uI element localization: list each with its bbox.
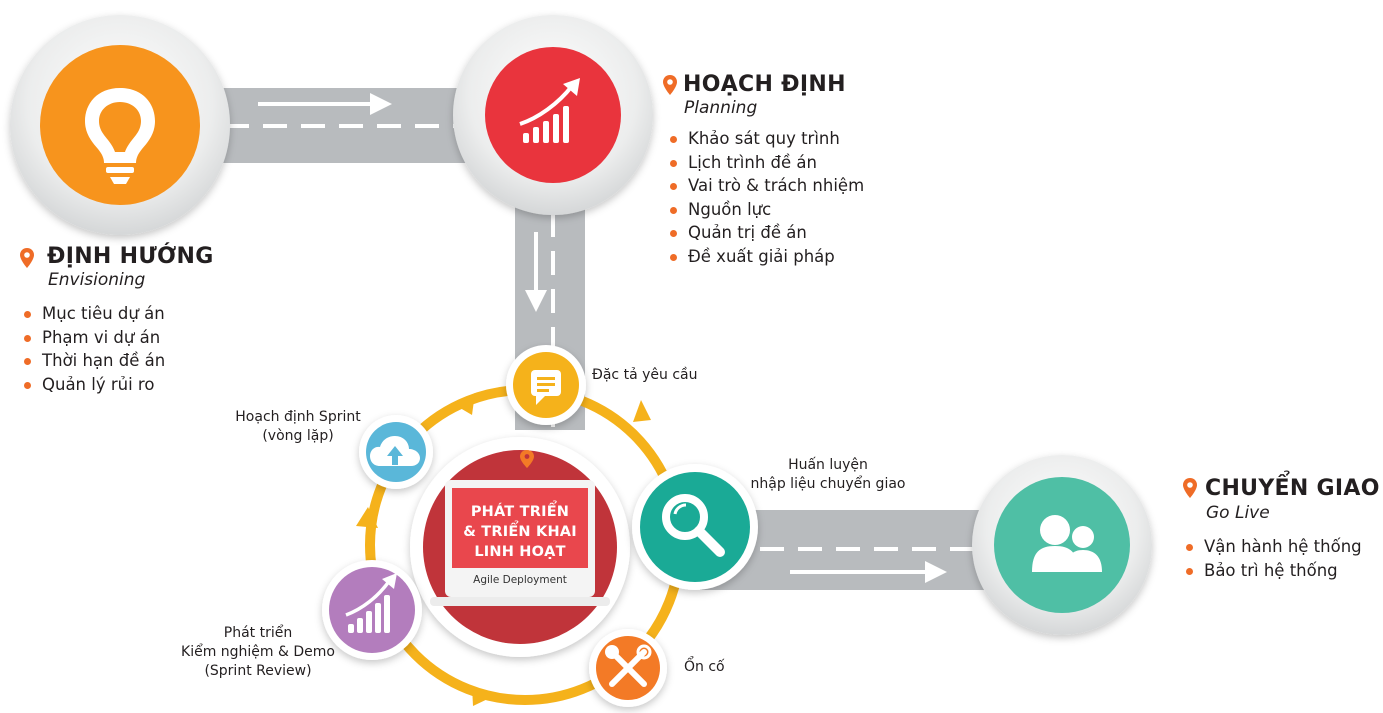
- cycle-arrow-icon: [356, 507, 378, 528]
- step-stabilize-label: Ổn cố: [684, 659, 725, 675]
- cycle-arrow-icon: [455, 393, 475, 415]
- label-line: Hoạch định Sprint: [235, 409, 361, 425]
- label-line: (Sprint Review): [204, 663, 312, 679]
- label-line: Phát triển: [223, 625, 293, 641]
- label-line: Huấn luyện: [788, 457, 868, 473]
- agile-title-line: & TRIỂN KHAI: [463, 524, 577, 540]
- envisioning-list: Mục tiêu dự án Phạm vi dự án Thời hạn đề…: [22, 302, 165, 396]
- center-pin-icon: [520, 450, 534, 468]
- step-develop-label: Phát triển Kiểm nghiệm & Demo (Sprint Re…: [168, 624, 348, 681]
- list-item: Quản trị đề án: [668, 221, 864, 245]
- growth-chart-icon: [519, 78, 580, 143]
- planning-list: Khảo sát quy trình Lịch trình đề án Vai …: [668, 127, 864, 268]
- list-item: Phạm vi dự án: [22, 326, 165, 350]
- step-requirements-label: Đặc tả yêu cầu: [592, 367, 698, 383]
- golive-pin-icon: [1183, 478, 1197, 498]
- road-arrow-right-top: [258, 93, 392, 115]
- agile-title-line: PHÁT TRIỂN: [470, 504, 570, 520]
- golive-title: CHUYỂN GIAO: [1205, 476, 1380, 501]
- step-requirements-node: [506, 345, 586, 425]
- agile-subtitle: Agile Deployment: [473, 574, 567, 586]
- road-arrow-right-bottom: [790, 561, 947, 583]
- step-develop-node: [322, 560, 422, 660]
- tools-icon: [605, 644, 652, 687]
- golive-node: [972, 455, 1152, 635]
- cloud-upload-icon: [370, 436, 420, 466]
- list-item: Vai trò & trách nhiệm: [668, 174, 864, 198]
- step-training-label: Huấn luyện nhập liệu chuyển giao: [738, 456, 918, 494]
- step-training-node: [632, 464, 758, 590]
- list-item: Bảo trì hệ thống: [1184, 559, 1362, 583]
- agile-center-node: [410, 437, 630, 657]
- list-item: Thời hạn đề án: [22, 349, 165, 373]
- list-item: Nguồn lực: [668, 198, 864, 222]
- envisioning-pin-icon: [20, 248, 34, 268]
- planning-title: HOẠCH ĐỊNH: [683, 72, 846, 97]
- label-line: (vòng lặp): [262, 428, 334, 444]
- document-icon: [531, 370, 561, 405]
- planning-subtitle: Planning: [684, 98, 758, 118]
- step-stabilize-node: [589, 629, 667, 707]
- envisioning-title: ĐỊNH HƯỚNG: [47, 244, 214, 269]
- cycle-arrow-icon: [472, 686, 494, 706]
- laptop-icon: [430, 480, 610, 606]
- agile-title: PHÁT TRIỂN & TRIỂN KHAI LINH HOẠT: [452, 502, 588, 562]
- magnifier-icon: [662, 494, 725, 557]
- agile-title-line: LINH HOẠT: [474, 544, 566, 560]
- lightbulb-icon: [85, 88, 155, 184]
- list-item: Khảo sát quy trình: [668, 127, 864, 151]
- cycle-arrow-icon: [633, 400, 651, 422]
- envisioning-node: [10, 15, 230, 235]
- users-icon: [1032, 515, 1102, 572]
- list-item: Vận hành hệ thống: [1184, 535, 1362, 559]
- planning-node: [453, 15, 653, 215]
- list-item: Mục tiêu dự án: [22, 302, 165, 326]
- bar-chart-icon: [345, 573, 397, 633]
- list-item: Quản lý rủi ro: [22, 373, 165, 397]
- label-line: nhập liệu chuyển giao: [750, 476, 906, 492]
- list-item: Đề xuất giải pháp: [668, 245, 864, 269]
- step-sprint-planning-node: [359, 415, 433, 489]
- planning-pin-icon: [663, 75, 677, 95]
- golive-subtitle: Go Live: [1206, 503, 1270, 523]
- step-sprint-planning-label: Hoạch định Sprint (vòng lặp): [218, 408, 378, 446]
- label-line: Kiểm nghiệm & Demo: [181, 644, 335, 660]
- envisioning-subtitle: Envisioning: [48, 270, 146, 290]
- list-item: Lịch trình đề án: [668, 151, 864, 175]
- golive-list: Vận hành hệ thống Bảo trì hệ thống: [1184, 535, 1362, 582]
- road-arrow-down: [525, 232, 547, 312]
